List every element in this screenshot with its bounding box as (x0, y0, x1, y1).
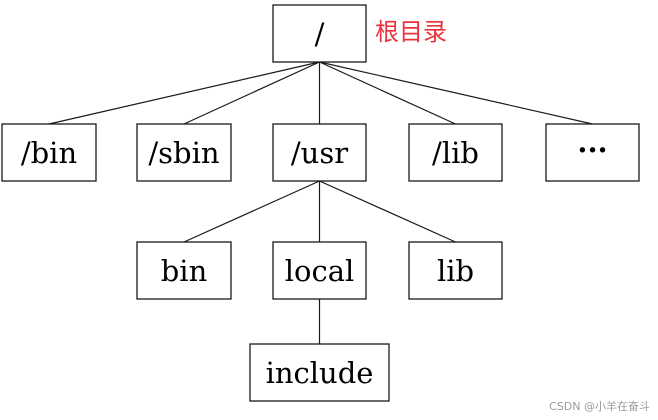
node-lib-label: /lib (432, 136, 479, 170)
node-more-label: ··· (577, 133, 607, 167)
node-root-label: / (315, 17, 325, 51)
edge-usr-usr_lib (319, 180, 456, 243)
root-directory-note: 根目录 (375, 18, 447, 46)
node-usr-local-label: local (285, 254, 355, 288)
edge-usr-usr_bin (183, 180, 320, 243)
node-usr-local: local (272, 241, 367, 300)
node-usr-bin-label: bin (161, 254, 208, 288)
node-usr-lib: lib (408, 241, 503, 300)
edge-root-bin (48, 61, 320, 125)
node-more: ··· (545, 123, 640, 182)
watermark: CSDN @小羊在奋斗 (549, 400, 650, 413)
node-usr-bin: bin (136, 241, 232, 300)
edge-root-sbin (183, 61, 320, 125)
tree-edges (48, 61, 593, 344)
edge-root-more (319, 61, 593, 125)
node-usr-label: /usr (291, 136, 348, 170)
node-sbin-label: /sbin (148, 136, 219, 170)
edge-root-lib (319, 61, 456, 125)
node-usr-local-include: include (249, 343, 390, 402)
node-usr: /usr (272, 123, 367, 182)
node-root: / (272, 4, 367, 63)
node-sbin: /sbin (136, 123, 232, 182)
node-usr-lib-label: lib (437, 254, 474, 288)
node-bin-label: /bin (21, 136, 77, 170)
node-usr-local-include-label: include (266, 356, 374, 390)
node-bin: /bin (1, 123, 97, 182)
node-lib: /lib (408, 123, 503, 182)
